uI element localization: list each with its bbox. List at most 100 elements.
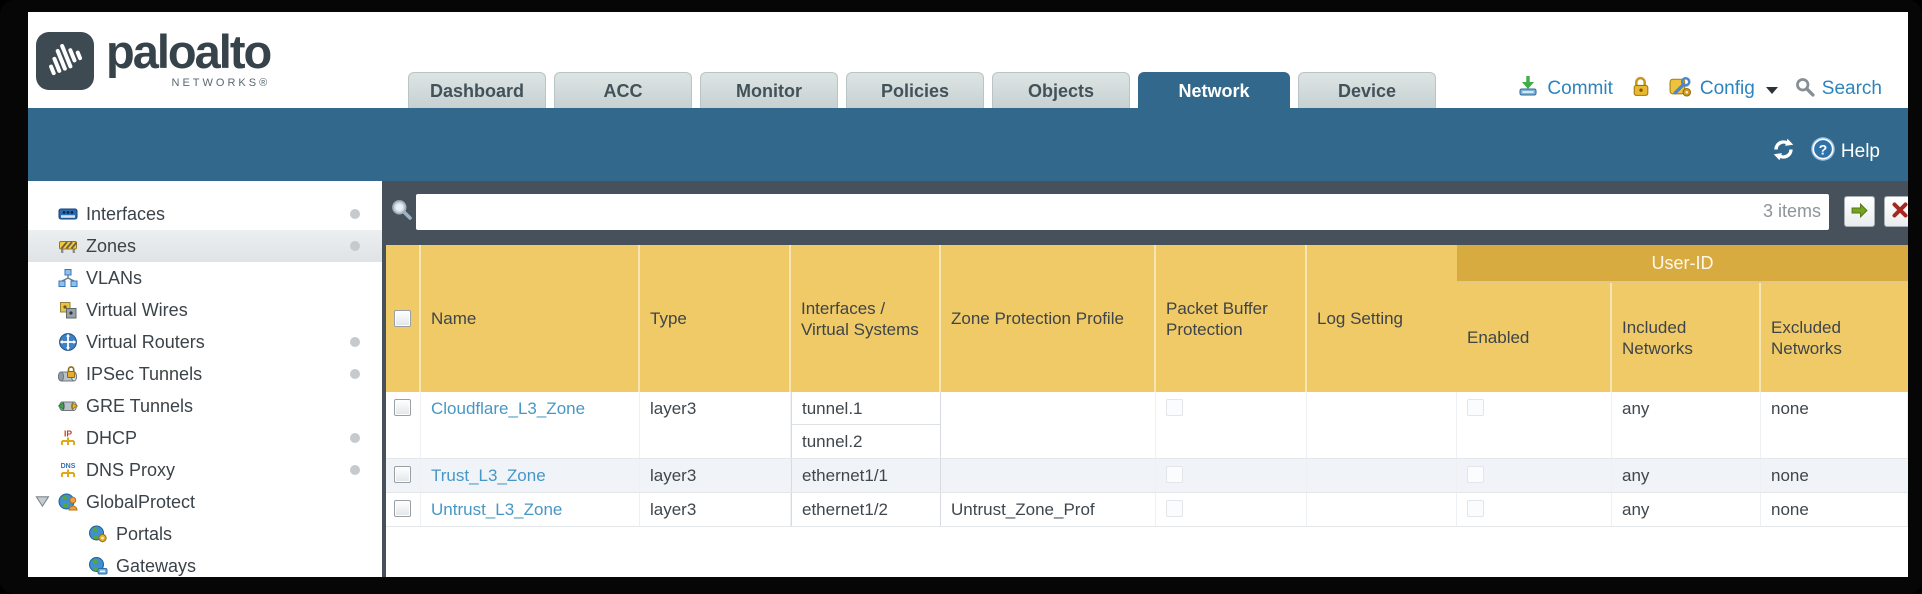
column-header-zpp[interactable]: Zone Protection Profile	[941, 245, 1156, 392]
column-header-log[interactable]: Log Setting	[1317, 309, 1404, 328]
cell-included-networks: any	[1612, 459, 1761, 492]
dns-proxy-icon: DNS	[58, 460, 78, 480]
tab-policies[interactable]: Policies	[846, 72, 984, 108]
header-actions: Commit Config Search	[1500, 72, 1882, 106]
help-label: Help	[1840, 141, 1880, 162]
lock-button[interactable]	[1629, 75, 1652, 104]
interface-item: tunnel.2	[802, 432, 863, 451]
help-button[interactable]: ? Help	[1810, 136, 1880, 168]
expander-down-icon[interactable]	[35, 495, 50, 508]
interfaces-icon	[58, 204, 78, 224]
tab-network[interactable]: Network	[1138, 72, 1290, 108]
config-icon	[1668, 74, 1693, 105]
status-dot	[350, 369, 360, 379]
tab-monitor[interactable]: Monitor	[700, 72, 838, 108]
cell-zone-protection-profile	[941, 392, 1156, 458]
filter-bar: 3 items	[386, 181, 1908, 245]
sidebar-item-label: VLANs	[86, 267, 143, 288]
cell-log-setting	[1307, 392, 1457, 458]
cell-name: Untrust_L3_Zone	[421, 493, 640, 526]
cell-select	[386, 459, 421, 492]
sidebar-item-interfaces[interactable]: Interfaces	[28, 198, 382, 230]
column-header-enabled[interactable]: Enabled	[1457, 283, 1612, 392]
column-header-name[interactable]: Name	[421, 245, 640, 392]
select-all-checkbox[interactable]	[394, 310, 411, 327]
sidebar-item-label: DHCP	[86, 427, 138, 448]
svg-text:IP: IP	[64, 429, 72, 439]
search-button[interactable]: Search	[1794, 76, 1882, 103]
sidebar-item-globalprotect[interactable]: GlobalProtect	[28, 486, 382, 518]
zone-name-link[interactable]: Cloudflare_L3_Zone	[431, 399, 586, 418]
row-checkbox[interactable]	[394, 500, 411, 517]
config-menu[interactable]: Config	[1668, 74, 1778, 105]
cell-user-id-enabled	[1457, 493, 1612, 526]
status-dot	[350, 433, 360, 443]
cell-select	[386, 392, 421, 458]
row-checkbox[interactable]	[394, 399, 411, 416]
paloalto-logo: paloalto NETWORKS®	[36, 28, 272, 90]
chevron-down-icon	[1765, 87, 1778, 94]
sidebar-divider	[382, 181, 386, 577]
sidebar-item-gateways[interactable]: Gateways	[28, 550, 382, 577]
globalprotect-icon	[58, 492, 78, 512]
tab-acc[interactable]: ACC	[554, 72, 692, 108]
clear-filter-button[interactable]	[1884, 196, 1908, 227]
tab-objects[interactable]: Objects	[992, 72, 1130, 108]
sidebar-item-gre-tunnels[interactable]: GRE Tunnels	[28, 390, 382, 422]
column-header-interfaces[interactable]: Interfaces / Virtual Systems	[791, 245, 941, 392]
status-dot	[350, 465, 360, 475]
interface-item: ethernet1/2	[802, 500, 889, 519]
cell-user-id-enabled	[1457, 392, 1612, 458]
config-label: Config	[1699, 78, 1755, 99]
sidebar-item-vlans[interactable]: VLANs	[28, 262, 382, 294]
portals-icon	[88, 524, 108, 544]
packet-buffer-checkbox	[1166, 466, 1183, 483]
vlans-icon	[58, 268, 78, 288]
zone-name-link[interactable]: Untrust_L3_Zone	[431, 500, 563, 519]
column-header-type[interactable]: Type	[640, 245, 791, 392]
banner-tools: ? Help	[1771, 136, 1880, 168]
commit-icon	[1516, 74, 1540, 104]
cell-name: Cloudflare_L3_Zone	[421, 392, 640, 458]
row-checkbox[interactable]	[394, 466, 411, 483]
status-dot	[350, 209, 360, 219]
apply-filter-button[interactable]	[1844, 196, 1875, 227]
cell-excluded-networks: none	[1761, 493, 1908, 526]
status-dot	[350, 337, 360, 347]
filter-input[interactable]	[416, 194, 1829, 230]
sidebar-item-virtual-wires[interactable]: Virtual Wires	[28, 294, 382, 326]
cell-excluded-networks: none	[1761, 459, 1908, 492]
cell-interfaces: ethernet1/1	[791, 459, 941, 492]
sidebar-item-label: Gateways	[116, 555, 197, 576]
column-header-pbp[interactable]: Packet Buffer Protection	[1156, 245, 1307, 392]
enabled-checkbox	[1467, 399, 1484, 416]
sidebar-item-label: Virtual Wires	[86, 299, 188, 320]
commit-button[interactable]: Commit	[1516, 74, 1613, 104]
column-header-included[interactable]: Included Networks	[1612, 283, 1761, 392]
sidebar-item-label: GRE Tunnels	[86, 395, 194, 416]
ipsec-tunnels-icon	[58, 364, 78, 384]
cell-type: layer3	[640, 459, 791, 492]
svg-text:?: ?	[1819, 142, 1828, 158]
sidebar-item-virtual-routers[interactable]: Virtual Routers	[28, 326, 382, 358]
sidebar-item-zones[interactable]: Zones	[28, 230, 382, 262]
sidebar-item-dhcp[interactable]: IP DHCP	[28, 422, 382, 454]
packet-buffer-checkbox	[1166, 399, 1183, 416]
tab-device[interactable]: Device	[1298, 72, 1436, 108]
cell-packet-buffer-protection	[1156, 459, 1307, 492]
tab-dashboard[interactable]: Dashboard	[408, 72, 546, 108]
column-header-excluded[interactable]: Excluded Networks	[1771, 317, 1842, 358]
sidebar-item-ipsec-tunnels[interactable]: IPSec Tunnels	[28, 358, 382, 390]
refresh-button[interactable]	[1771, 137, 1796, 168]
zone-name-link[interactable]: Trust_L3_Zone	[431, 466, 546, 485]
sidebar-item-portals[interactable]: Portals	[28, 518, 382, 550]
